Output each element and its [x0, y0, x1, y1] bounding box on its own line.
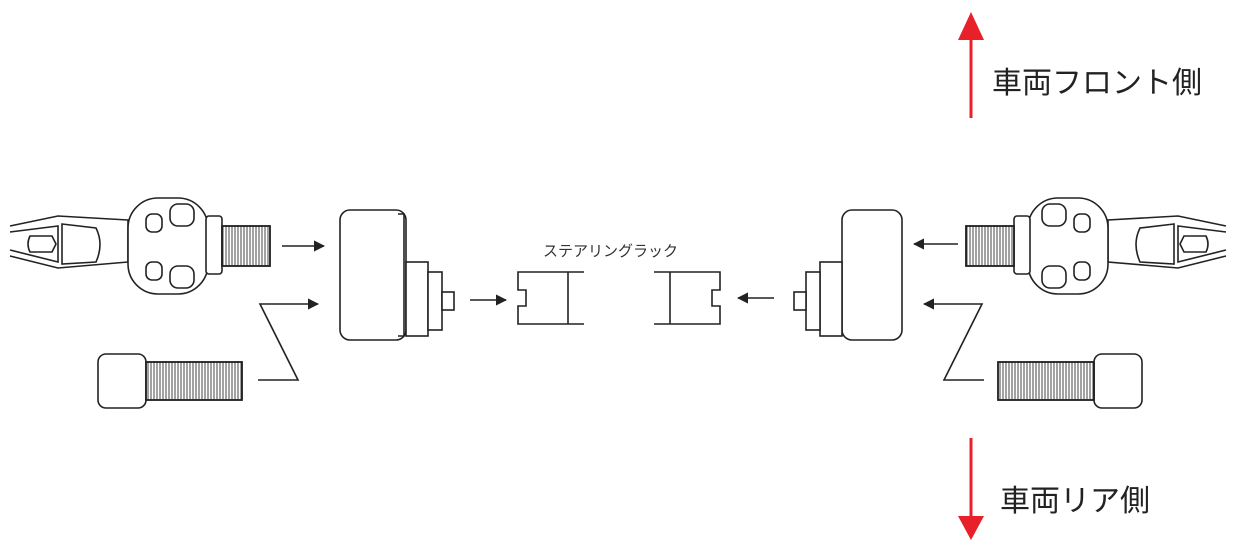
- steering-rack-label: ステアリングラック: [543, 242, 679, 260]
- tie-rod-end-left: [9, 197, 271, 295]
- bolt-left: [97, 353, 243, 409]
- adapter-right: [793, 209, 903, 341]
- adapter-left: [339, 209, 455, 341]
- assembly-arrows: [258, 238, 984, 381]
- bolt-right: [997, 353, 1143, 409]
- steering-rack-end-right: [654, 271, 721, 325]
- front-side-label: 車両フロント側: [992, 66, 1202, 101]
- rear-direction-arrow: [958, 438, 984, 540]
- steering-rack-end-left: [517, 271, 584, 325]
- front-direction-arrow: [958, 12, 984, 118]
- tie-rod-end-right: [965, 197, 1227, 295]
- rear-side-label: 車両リア側: [1000, 484, 1150, 519]
